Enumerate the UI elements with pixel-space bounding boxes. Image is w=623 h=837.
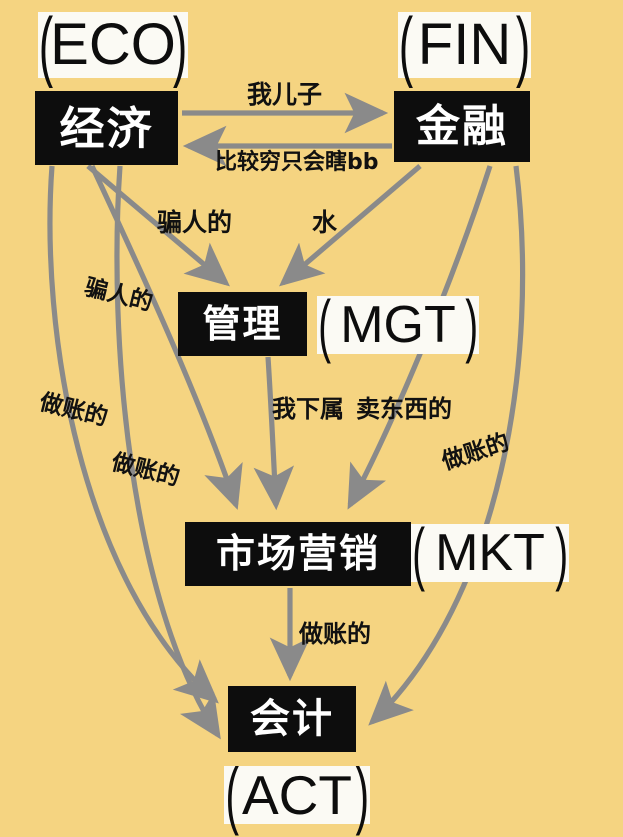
edge-label-fin-mgt: 水: [312, 208, 338, 237]
edge-label-fin-mkt: 卖东西的: [356, 395, 452, 423]
node-act-label: 会计: [250, 696, 334, 742]
edge-mgt-mkt: [253, 356, 295, 511]
chip-mgt: ( MGT ): [317, 290, 479, 360]
chip-mkt: ( MKT ): [411, 518, 569, 588]
paren-left-icon: (: [412, 514, 425, 592]
node-fin-label: 金融: [416, 100, 508, 152]
paren-right-icon: ): [172, 1, 187, 89]
paren-left-icon: (: [318, 286, 331, 364]
paren-left-icon: (: [39, 1, 54, 89]
node-mkt[interactable]: 市场营销: [185, 522, 411, 586]
paren-left-icon: (: [225, 753, 239, 836]
edge-eco-mgt: [86, 164, 230, 287]
chip-eco-text: ECO: [50, 12, 176, 77]
node-fin[interactable]: 金融: [394, 91, 530, 162]
edge-label-mgt-mkt: 我下属: [272, 395, 344, 423]
paren-right-icon: ): [465, 286, 478, 364]
chip-fin-text: FIN: [417, 12, 512, 77]
paren-right-icon: ): [355, 753, 369, 836]
edge-label-eco-fin: 我儿子: [247, 80, 323, 109]
edge-label-eco-mgt: 骗人的: [157, 208, 233, 237]
paren-right-icon: ): [515, 1, 530, 89]
chip-mgt-text: MGT: [340, 296, 456, 354]
paren-right-icon: ): [555, 514, 568, 592]
edge-eco-act: [47, 165, 219, 704]
node-eco-label: 经济: [59, 101, 154, 155]
node-mgt-label: 管理: [202, 302, 283, 346]
node-eco[interactable]: 经济: [35, 91, 178, 165]
chip-act-text: ACT: [242, 763, 352, 826]
node-mkt-label: 市场营销: [215, 531, 380, 577]
node-act[interactable]: 会计: [228, 686, 356, 752]
edge-label-fin-eco: 比较穷只会瞎bb: [215, 150, 379, 175]
chip-act: ( ACT ): [224, 758, 370, 832]
node-mgt[interactable]: 管理: [178, 292, 307, 356]
edge-fin-mgt: [279, 164, 422, 287]
edge-eco-act-2: [114, 165, 221, 740]
chip-fin: ( FIN ): [398, 6, 531, 84]
edge-eco-mkt: [89, 164, 243, 510]
edge-fin-act: [368, 165, 526, 726]
chip-mkt-text: MKT: [435, 524, 545, 582]
edge-label-mkt-act: 做账的: [299, 620, 371, 648]
chip-eco: ( ECO ): [38, 6, 188, 84]
paren-left-icon: (: [399, 1, 414, 89]
